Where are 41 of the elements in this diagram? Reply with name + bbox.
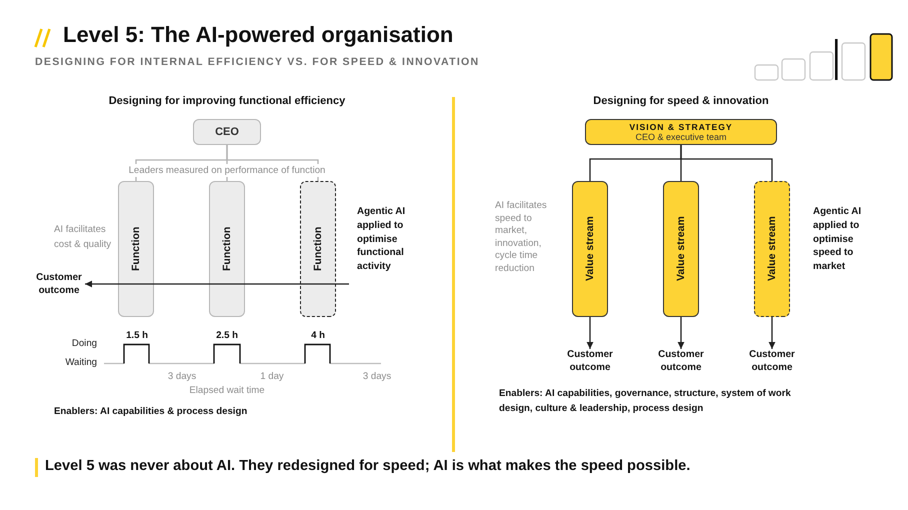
section-heading: Designing for speed & innovation (593, 95, 769, 107)
axis-label: Waiting (65, 357, 97, 368)
function-column: Function (209, 181, 245, 317)
outcome-label: Customer outcome (33, 272, 85, 297)
outcome-label: Customer outcome (745, 349, 799, 374)
value-stream-column: Value stream (663, 181, 699, 317)
section-heading: Designing for improving functional efficiency (108, 95, 346, 107)
connector-line (680, 145, 773, 181)
axis-title: Elapsed wait time (189, 384, 265, 398)
value-stream-column: Value stream (754, 181, 790, 317)
arrow (768, 317, 776, 349)
note-text: AI facilitates cost & quality (54, 223, 112, 252)
wait-duration: 3 days (168, 370, 196, 384)
enablers-text: Enablers: AI capabilities & process design (54, 406, 248, 417)
note-text: AI facilitates speed to market, innovation, cycle time reduction (495, 200, 548, 276)
annotation-text: Agentic AI applied to optimise functional activity (357, 205, 406, 274)
enablers-text: Enablers: AI capabilities, governance, structure, system of work design, culture & leadership, process design (499, 387, 792, 416)
value-stream-column: Value stream (572, 181, 608, 317)
node-heading: VISION & STRATEGY (629, 122, 733, 132)
arrow (678, 317, 684, 349)
strategy-box (585, 119, 777, 145)
outcome-label: Customer outcome (563, 349, 617, 374)
duration-label: 4 h (311, 330, 325, 341)
arrow (586, 317, 594, 349)
bracket-label: Leaders measured on performance of function (126, 164, 328, 177)
function-column: Function (300, 181, 336, 317)
slide-title: Level 5: The AI-powered organisation (63, 22, 454, 48)
axis-label: Doing (72, 338, 97, 349)
arrow (85, 280, 349, 288)
node-subtext: CEO & executive team (635, 132, 727, 142)
duration-label: 1.5 h (126, 330, 148, 341)
connector-line (226, 145, 319, 181)
annotation-text: Agentic AI applied to optimise speed to market (813, 205, 862, 274)
wait-duration: 1 day (260, 370, 284, 384)
outcome-label: Customer outcome (654, 349, 708, 374)
duration-label: 2.5 h (216, 330, 238, 341)
key-message: Level 5 was never about AI. They redesigned for speed; AI is what makes the speed possible. (45, 458, 690, 474)
role-box: CEO (193, 119, 261, 145)
function-column: Function (118, 181, 154, 317)
wait-duration: 3 days (362, 370, 392, 384)
subtitle: DESIGNING FOR INTERNAL EFFICIENCY VS. FOR SPEED & INNOVATION (35, 56, 480, 68)
